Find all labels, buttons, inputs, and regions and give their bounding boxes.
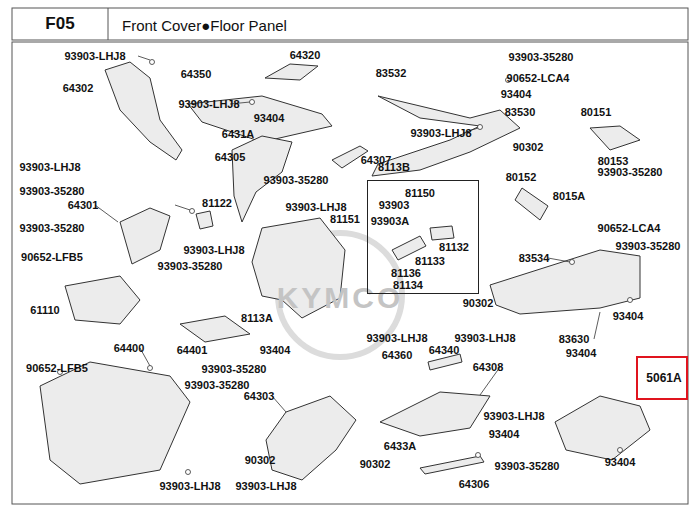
callout-number: 93903 [379,199,410,211]
callout-number: 93903-35280 [157,260,224,272]
callout-number: 93903-LHJ8 [234,480,297,492]
callout-number: 93903-35280 [615,240,682,252]
callout-number: 90302 [244,454,277,466]
callout-number: 93903-LHJ8 [284,201,347,213]
diagram-title: Front Cover●Floor Panel [122,17,287,34]
callout-number: 93903-35280 [184,379,251,391]
callout-number: 83630 [558,333,591,345]
callout-number: 64308 [472,361,505,373]
callout-number: 83530 [504,106,537,118]
callout-number: 81133 [415,255,445,267]
callout-number: 83534 [518,252,551,264]
callout-number: 93903-35280 [263,174,330,186]
callout-number: 64401 [176,344,209,356]
callout-number: 64303 [243,390,276,402]
diagram-frame [12,42,688,504]
page-code-box: F05 [12,8,108,40]
callout-number: 93903A [371,215,410,227]
callout-number: 90652-LCA4 [597,222,662,234]
callout-number: 64400 [113,342,146,354]
callout-number: 93903-LHJ8 [18,161,81,173]
callout-number: 64306 [458,478,491,490]
callout-number: 90302 [512,141,545,153]
callout-number: 93903-LHJ8 [482,410,545,422]
callout-number: 64360 [381,349,414,361]
callout-number: 93903-LHJ8 [453,332,516,344]
callout-number: 90302 [462,297,495,309]
callout-number: 80152 [505,171,538,183]
callout-number: 6431A [221,128,255,140]
callout-number: 93404 [612,310,645,322]
callout-number: 93903-35280 [508,51,575,63]
callout-number: 90652-LFB5 [20,251,84,263]
callout-number: 93903-35280 [201,363,268,375]
callout-number: 93404 [500,88,533,100]
callout-number: 83532 [375,67,408,79]
callout-number: 81150 [405,187,435,199]
node-heading: 5061A [646,372,681,384]
callout-number: 6433A [383,440,417,452]
callout-number: 80153 [597,155,630,167]
callout-number: 81122 [201,197,233,209]
callout-number: 81136 [391,267,421,279]
callout-number: 90652-LFB5 [25,362,89,374]
callout-number: 93903-LHJ8 [158,480,221,492]
callout-number: 64302 [62,82,95,94]
highlight-box: 5061A [636,356,688,400]
group-box: 8113B811509390393903A8113281133811368113… [367,180,479,294]
callout-number: 93404 [253,112,286,124]
callout-number: 64301 [67,199,100,211]
callout-number: 93903-35280 [494,460,561,472]
callout-number: 64307 [360,154,393,166]
callout-number: 93903-35280 [597,166,664,178]
node-heading: F05 [45,18,74,30]
callout-number: 93903-LHJ8 [365,332,428,344]
callout-number: 93404 [259,344,292,356]
callout-number: 93903-35280 [19,185,86,197]
callout-number: 81132 [439,241,469,253]
callout-number: 64350 [180,68,213,80]
callout-number: 93903-35280 [19,222,86,234]
callout-number: 8113A [240,312,274,324]
header-frame [12,8,688,40]
callout-number: 64320 [289,49,322,61]
callout-number: 8015A [552,190,586,202]
callout-number: 93404 [604,456,637,468]
callout-number: 93903-LHJ8 [63,50,126,62]
callout-number: 90302 [359,458,392,470]
callout-number: 93903-LHJ8 [409,127,472,139]
callout-number: 64340 [428,344,461,356]
callout-number: 81134 [393,279,423,291]
callout-number: 90652-LCA4 [506,72,571,84]
callout-number: 93404 [488,428,521,440]
callout-number: 81151 [329,213,361,225]
callout-number: 93404 [565,347,598,359]
callout-number: 61110 [29,304,60,316]
callout-number: 64305 [214,151,247,163]
callout-number: 93903-LHJ8 [177,98,240,110]
callout-number: 80151 [580,106,613,118]
callout-number: 93903-LHJ8 [182,244,245,256]
